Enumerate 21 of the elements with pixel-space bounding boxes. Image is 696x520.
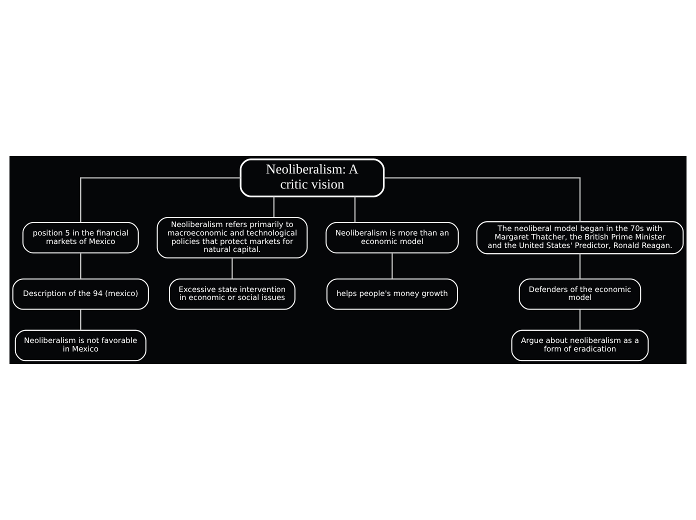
node-box: Neoliberalism: A critic vision bbox=[240, 158, 385, 198]
connector bbox=[354, 196, 356, 222]
connector bbox=[80, 177, 241, 222]
node-box: The neoliberal model began in the 70s with Margaret Thatcher, the British Prime Minister and the United States' Predictor, Ronald Reagan. bbox=[476, 221, 684, 254]
connector bbox=[232, 258, 233, 279]
node-box: helps people's money growth bbox=[326, 278, 458, 310]
connector bbox=[80, 253, 82, 279]
node-box: Neoliberalism is not favorable in Mexico bbox=[14, 330, 146, 362]
node-box: Argue about neoliberalism as a form of eradication bbox=[511, 330, 649, 362]
connector bbox=[384, 177, 581, 222]
connector bbox=[579, 254, 581, 279]
connector bbox=[392, 253, 393, 279]
node-box: Neoliberalism refers primarily to macroeconomic and technological policies that protect markets for natural capital. bbox=[156, 216, 308, 258]
connector bbox=[273, 196, 275, 218]
connector bbox=[80, 310, 82, 330]
node-box: Neoliberalism is more than an economic model bbox=[326, 222, 459, 254]
node-box: Defenders of the economic model bbox=[518, 278, 642, 310]
node-box: position 5 in the financial markets of Mexico bbox=[22, 222, 139, 254]
connector bbox=[579, 310, 581, 330]
node-box: Description of the 94 (mexico) bbox=[12, 278, 149, 310]
node-box: Excessive state intervention in economic or social issues bbox=[168, 278, 296, 310]
